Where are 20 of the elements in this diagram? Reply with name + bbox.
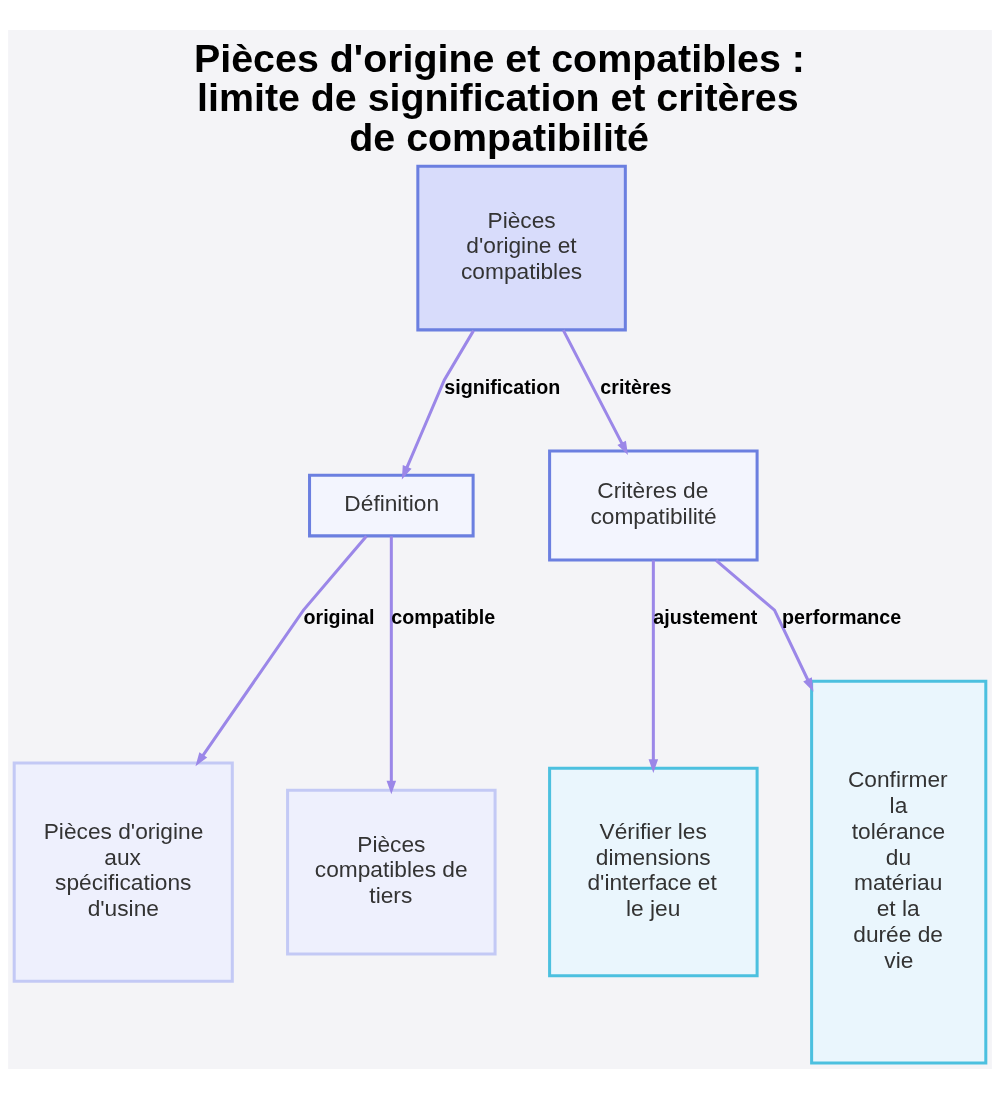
edge-label: compatible bbox=[391, 605, 496, 628]
edge-label: signification bbox=[444, 375, 561, 398]
arrow bbox=[648, 559, 659, 773]
node-box: Critères de compatibilité bbox=[548, 449, 759, 562]
node-box: Confirmer la tolérance du matériau et la durée de vie bbox=[810, 679, 988, 1064]
edge-label: performance bbox=[782, 605, 902, 628]
node-box: Pièces d'origine et compatibles bbox=[416, 164, 627, 331]
node-box: Vérifier les dimensions d'interface et le jeu bbox=[548, 766, 759, 977]
node-box: Pièces compatibles de tiers bbox=[286, 788, 497, 955]
arrow bbox=[561, 328, 628, 455]
edge-label: critères bbox=[600, 375, 672, 398]
diagram-title: Pièces d'origine et compatibles : limite de signification et critères de compatibilité bbox=[194, 35, 805, 159]
node-box: Pièces d'origine aux spécifications d'usine bbox=[12, 761, 234, 983]
node-box: Définition bbox=[308, 473, 475, 537]
arrow bbox=[195, 534, 368, 766]
edge-label: ajustement bbox=[653, 605, 758, 628]
arrow bbox=[715, 558, 814, 692]
arrow bbox=[386, 535, 397, 794]
edge-label: original bbox=[303, 605, 375, 628]
arrow bbox=[401, 329, 475, 479]
